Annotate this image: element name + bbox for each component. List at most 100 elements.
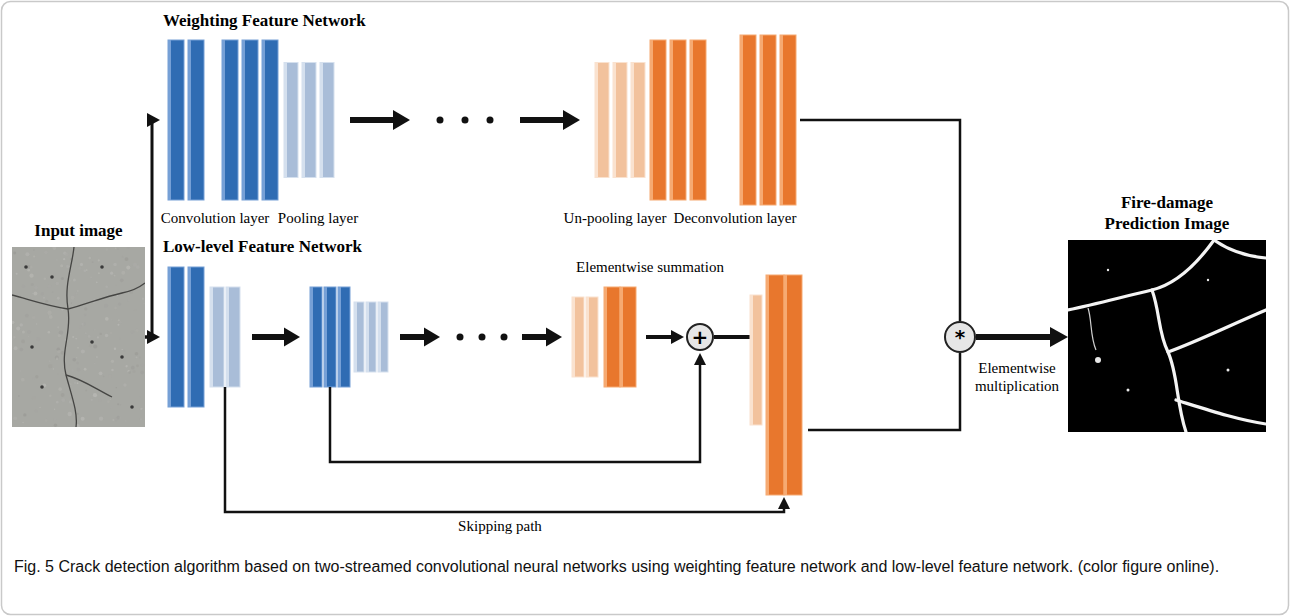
concrete-speck (56, 282, 59, 285)
concrete-speck (52, 291, 53, 292)
concrete-speck (12, 321, 14, 324)
concrete-speck (94, 329, 96, 331)
layer-slab-edge (354, 302, 357, 372)
layer-slab-edge (760, 35, 763, 205)
concrete-speck (29, 274, 33, 278)
concrete-speck (62, 371, 64, 373)
predicted-crack (1176, 400, 1266, 424)
concrete-speck (25, 314, 29, 318)
concrete-speck (96, 356, 98, 358)
convolution-layer (222, 40, 278, 200)
layer-slab-edge (338, 287, 341, 387)
concrete-speck (88, 257, 91, 260)
summation-circle: + (686, 323, 714, 351)
predicted-crack (1168, 310, 1266, 352)
concrete-speck (74, 382, 77, 385)
layer-slab (168, 267, 184, 407)
concrete-speck (77, 382, 79, 384)
skipping-path (225, 387, 790, 512)
layer-name: Pooling layer (276, 210, 360, 227)
concrete-speck (58, 387, 62, 391)
connector-line (800, 120, 960, 321)
concrete-speck (107, 400, 110, 403)
concrete-speck (66, 265, 69, 268)
stream-arrow-line (400, 334, 427, 340)
concrete-speck (56, 357, 58, 359)
concrete-speck (142, 297, 144, 299)
layer-slab-edge (226, 287, 229, 387)
concrete-speck (77, 290, 79, 292)
layer-slab (320, 63, 334, 178)
concrete-speck (140, 371, 144, 375)
concrete-speck (65, 252, 69, 256)
stream-arrow-head (563, 110, 580, 130)
concrete-speck (35, 409, 38, 412)
concrete-pore (130, 405, 134, 409)
concrete-speck (54, 418, 57, 421)
concrete-speck (13, 251, 16, 254)
layer-slab-edge (620, 287, 623, 387)
concrete-speck (125, 365, 127, 367)
concrete-speck (54, 424, 57, 427)
layer-slab (302, 63, 316, 178)
concrete-speck (61, 393, 65, 397)
ellipsis-dot (479, 334, 486, 341)
concrete-speck (84, 313, 87, 316)
concrete-speck (136, 364, 139, 367)
deconvolution-layer (650, 40, 706, 200)
concrete-speck (105, 285, 108, 288)
concrete-speck (28, 336, 29, 337)
concrete-pore (30, 345, 34, 349)
layer-slab (354, 302, 364, 372)
concrete-speck (114, 418, 118, 422)
summation-input-arrow-line (646, 335, 674, 339)
ellipsis-dot (462, 117, 469, 124)
layer-slab-edge (168, 40, 171, 200)
layer-name: Convolution layer (159, 210, 272, 227)
concrete-speck (110, 406, 112, 408)
layer-slab (188, 267, 204, 407)
summation-input-arrow-head (671, 330, 684, 344)
concrete-speck (110, 399, 111, 400)
concrete-speck (128, 395, 130, 397)
concrete-speck (140, 418, 142, 420)
concrete-speck (119, 321, 122, 324)
stream-arrow-line (522, 334, 549, 340)
concrete-speck (115, 284, 116, 285)
concrete-speck (114, 348, 116, 350)
concrete-speck (121, 271, 125, 275)
concrete-speck (111, 369, 113, 371)
concrete-speck (117, 248, 119, 250)
concrete-speck (117, 403, 119, 405)
stream-arrow-line (252, 334, 287, 340)
concrete-speck (128, 371, 131, 374)
concrete-speck (135, 352, 139, 356)
concrete-speck (71, 302, 72, 303)
skipping-path-line (330, 363, 700, 462)
image-area (12, 247, 145, 427)
input-photo (12, 247, 145, 427)
layer-slab (740, 35, 756, 205)
concrete-pore (40, 385, 44, 389)
concrete-speck (56, 401, 59, 404)
concrete-speck (75, 338, 77, 340)
concrete-speck (117, 324, 119, 326)
layer-slab (222, 40, 238, 200)
concrete-speck (98, 259, 100, 261)
stream-arrow-head (284, 328, 300, 347)
operation-name: Elementwise summation (574, 259, 726, 276)
layer-slab-edge (670, 40, 673, 200)
concrete-speck (70, 295, 74, 299)
concrete-speck (126, 266, 130, 270)
concrete-speck (136, 356, 138, 358)
concrete-speck (54, 273, 56, 275)
input-image-box: Input image (12, 221, 145, 427)
concrete-speck (61, 351, 65, 355)
convolution-layer (168, 267, 204, 407)
predicted-spot (1107, 269, 1109, 271)
concrete-speck (110, 272, 113, 275)
concrete-speck (81, 417, 85, 421)
